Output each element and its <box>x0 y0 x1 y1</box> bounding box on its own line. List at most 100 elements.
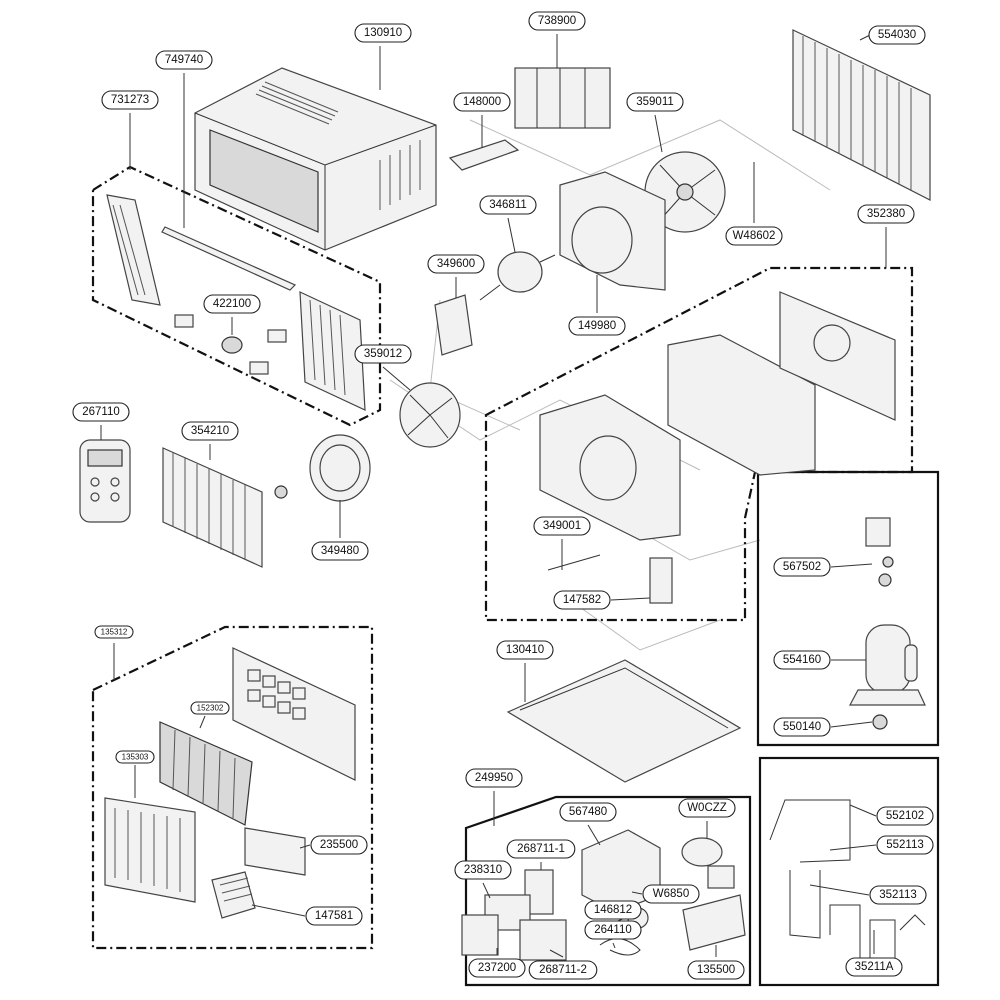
part-number-label: 135500 <box>697 964 735 976</box>
part-number-label: 554030 <box>878 29 916 41</box>
callout-oval <box>584 900 642 920</box>
callout-oval <box>354 344 412 364</box>
callout-oval <box>454 860 512 880</box>
leader-line <box>830 563 873 568</box>
leader-line <box>299 844 311 849</box>
leader-line <box>829 844 877 851</box>
leader-line <box>859 34 871 41</box>
callout-oval <box>465 768 523 788</box>
part-callout: 130410 <box>496 640 554 660</box>
part-number-label: 147582 <box>563 594 601 606</box>
part-callout: 135312 <box>94 625 134 639</box>
part-number-label: 130910 <box>364 27 402 39</box>
part-number-label: 354210 <box>191 425 229 437</box>
callout-oval <box>528 11 586 31</box>
callout-oval <box>876 835 934 855</box>
part-number-label: 264110 <box>594 924 632 936</box>
callout-oval <box>354 23 412 43</box>
leader-line <box>809 884 870 896</box>
part-number-label: W0CZZ <box>687 802 727 814</box>
part-number-label: 349001 <box>543 520 581 532</box>
part-callout: 552102 <box>876 806 934 826</box>
part-callout: 738900 <box>528 11 586 31</box>
callout-oval <box>773 650 831 670</box>
filter-sheets-drawing <box>514 67 611 129</box>
evaporator-drawing <box>162 447 263 568</box>
part-number-label: 35211A <box>855 961 894 973</box>
leader-line <box>849 804 877 817</box>
part-callout: 422100 <box>203 294 261 314</box>
leader-line <box>654 114 663 153</box>
compressor-drawing <box>849 517 926 730</box>
part-number-label: 552102 <box>886 810 924 822</box>
part-callout: 346811 <box>479 195 537 215</box>
callout-oval <box>203 294 261 314</box>
part-callout: 567480 <box>559 802 617 822</box>
motor-mount-drawing <box>434 294 473 356</box>
part-number-label: 738900 <box>538 15 576 27</box>
part-callout: 152302 <box>190 701 230 715</box>
part-callout: 731273 <box>101 90 159 110</box>
part-number-label: 249950 <box>475 772 513 784</box>
tubing-group-box <box>758 756 940 987</box>
condenser-drawing <box>792 29 931 201</box>
front-panel-group-box <box>91 625 374 950</box>
callout-oval <box>496 640 554 660</box>
part-number-label: 359012 <box>364 348 402 360</box>
callout-oval <box>725 226 783 246</box>
tubing-drawing <box>769 799 926 960</box>
part-number-label: W6850 <box>653 888 689 900</box>
orifice-ring-drawing <box>309 434 371 502</box>
cabinet-drawing <box>194 67 437 251</box>
part-callout: 354210 <box>181 421 239 441</box>
leader-line <box>612 942 616 949</box>
callout-oval <box>868 25 926 45</box>
part-callout: 268711-2 <box>528 960 598 980</box>
callout-oval <box>427 254 485 274</box>
part-callout: 359011 <box>626 92 684 112</box>
callout-oval <box>642 884 700 904</box>
part-number-label: 352113 <box>879 889 917 901</box>
compressor-group-box <box>756 470 940 747</box>
part-number-label: 567480 <box>569 806 607 818</box>
part-number-label: 152302 <box>197 704 224 713</box>
part-callout: W0CZZ <box>678 798 736 818</box>
fan-359012-drawing <box>399 382 461 448</box>
part-callout: 359012 <box>354 344 412 364</box>
callout-oval <box>626 92 684 112</box>
leader-line <box>830 721 873 728</box>
part-callout: 749740 <box>155 50 213 70</box>
part-number-label: 422100 <box>213 298 251 310</box>
part-callout: 249950 <box>465 768 523 788</box>
part-callout: 237200 <box>468 958 526 978</box>
part-number-label: 552113 <box>886 839 924 851</box>
part-callout: 148000 <box>453 92 511 112</box>
leader-line <box>610 597 651 601</box>
callout-oval <box>155 50 213 70</box>
part-callout: 135303 <box>115 750 155 764</box>
bracket-148000-drawing <box>448 139 520 171</box>
part-callout: 352380 <box>857 204 915 224</box>
callout-oval <box>773 717 831 737</box>
part-number-label: 352380 <box>867 208 905 220</box>
callout-oval <box>584 920 642 940</box>
part-callout: 554160 <box>773 650 831 670</box>
part-number-label: 567502 <box>783 561 821 573</box>
part-callout: 146812 <box>584 900 642 920</box>
part-callout: 349480 <box>311 541 369 561</box>
part-callout: W48602 <box>725 226 783 246</box>
leader-line <box>382 366 411 391</box>
remote-drawing <box>79 439 131 523</box>
part-callout: 35211A <box>845 957 903 977</box>
part-callout: 352113 <box>869 885 927 905</box>
callout-oval <box>311 541 369 561</box>
part-callouts: 130910 738900 554030 749740 148000 731273 3590… <box>72 11 934 980</box>
callout-oval <box>857 204 915 224</box>
part-callout: 235500 <box>310 835 368 855</box>
base-pan-group-drawing <box>539 291 896 604</box>
leader-line <box>549 949 564 958</box>
callout-oval <box>101 90 159 110</box>
callout-oval <box>528 960 598 980</box>
control-box-group-box <box>464 795 752 987</box>
